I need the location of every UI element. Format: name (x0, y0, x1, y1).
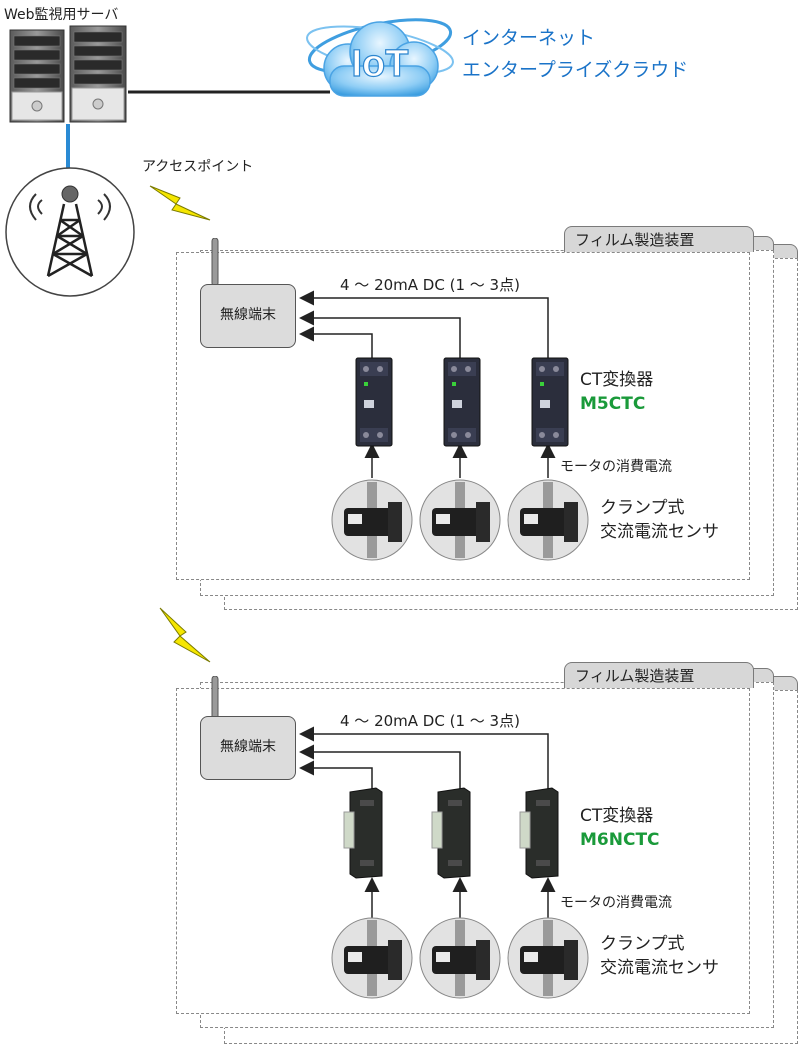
ct-converter (443, 357, 481, 447)
converter-model: M6NCTC (580, 830, 660, 850)
machine-tab: フィルム製造装置 (564, 226, 754, 252)
converter-name: CT変換器 (580, 370, 654, 390)
clamp-sensor-icon (507, 917, 589, 999)
sensor-label-line2: 交流電流センサ (600, 522, 719, 542)
sensor-label-line1: クランプ式 (600, 934, 685, 954)
sensor-label-line1: クランプ式 (600, 498, 685, 518)
converter-model: M5CTC (580, 394, 646, 414)
network-lines (66, 90, 330, 168)
ct-converter (519, 787, 559, 879)
clamp-sensor-icon (419, 917, 501, 999)
server-label: Web監視用サーバ (4, 7, 119, 23)
server-icon (9, 25, 127, 123)
ct-converter (343, 787, 383, 879)
converter-name: CT変換器 (580, 806, 654, 826)
motor-current-label: モータの消費電流 (560, 459, 672, 475)
wireless-terminal: 無線端末 (200, 284, 296, 348)
clamp-sensor-icon (331, 917, 413, 999)
cloud-title-line2: エンタープライズクラウド (462, 59, 689, 81)
motor-current-label: モータの消費電流 (560, 895, 672, 911)
ct-converter (431, 787, 471, 879)
clamp-sensor-icon (331, 479, 413, 561)
sensor-label-line2: 交流電流センサ (600, 958, 719, 978)
ct-converter (531, 357, 569, 447)
access-point-tower-icon (5, 167, 135, 297)
antenna-icon (211, 676, 219, 720)
access-point-label: アクセスポイント (142, 159, 254, 175)
clamp-sensor-icon (419, 479, 501, 561)
wireless-signal-icon (159, 607, 211, 663)
cloud-title-line1: インターネット (462, 27, 596, 49)
iot-cloud-icon: IoT (306, 18, 454, 97)
antenna-icon (211, 238, 219, 286)
ct-converter (355, 357, 393, 447)
machine-tab: フィルム製造装置 (564, 662, 754, 688)
iot-logo: IoT (352, 43, 409, 85)
wireless-signal-icon (149, 185, 211, 221)
signal-label: 4 ～ 20mA DC (1 ～ 3点) (340, 276, 520, 294)
signal-label: 4 ～ 20mA DC (1 ～ 3点) (340, 712, 520, 730)
clamp-sensor-icon (507, 479, 589, 561)
wireless-terminal: 無線端末 (200, 716, 296, 780)
signal-wiring (299, 290, 556, 478)
